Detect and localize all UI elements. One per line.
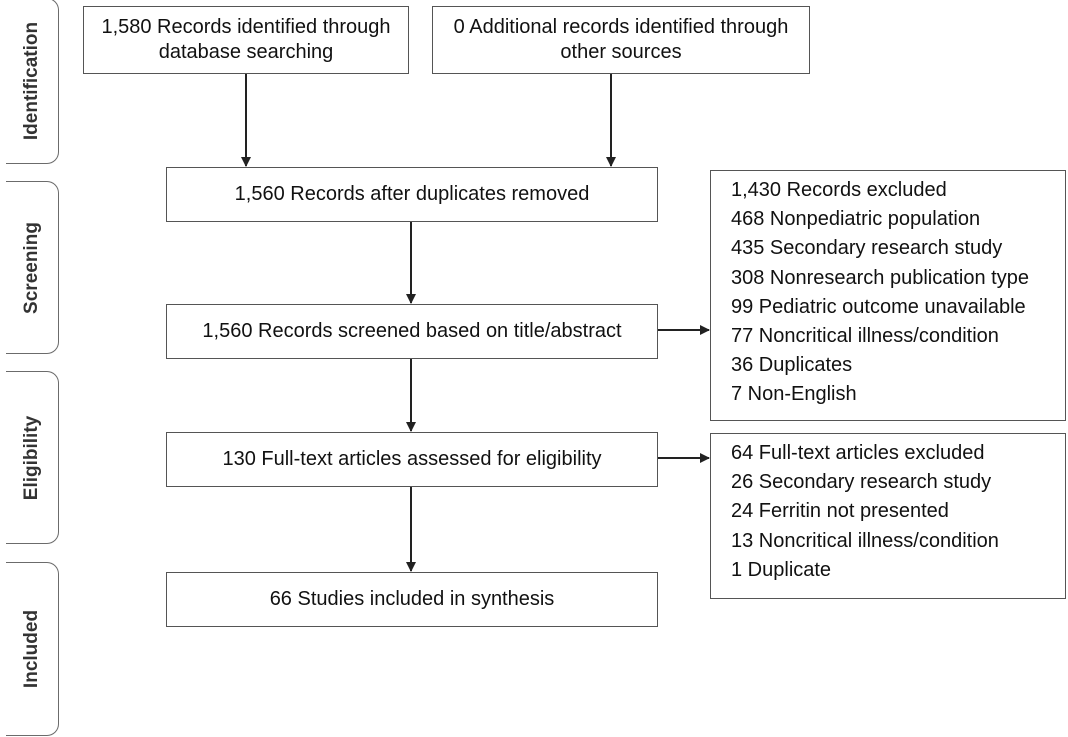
fulltext-excluded-item: 26 Secondary research study bbox=[731, 471, 992, 494]
fulltext-excluded-item: 24 Ferritin not presented bbox=[731, 500, 949, 523]
included-text: 66 Studies included in synthesis bbox=[269, 588, 555, 610]
database-records-line2: database searching bbox=[158, 41, 334, 63]
records-excluded-item: 435 Secondary research study bbox=[731, 237, 1003, 260]
records-excluded-item: 468 Nonpediatric population bbox=[731, 208, 981, 231]
fulltext-excluded-item: 1 Duplicate bbox=[731, 558, 832, 581]
records-excluded-item: 308 Nonresearch publication type bbox=[731, 266, 1029, 289]
records-excluded-item: 77 Noncritical illness/condition bbox=[731, 325, 999, 348]
fulltext-excluded-item: 13 Noncritical illness/condition bbox=[731, 529, 999, 552]
phase-identification: Identification bbox=[6, 0, 59, 164]
other-sources-box: 0 Additional records identified through … bbox=[432, 6, 810, 74]
after-duplicates-box: 1,560 Records after duplicates removed bbox=[166, 167, 658, 222]
assessed-text: 130 Full-text articles assessed for elig… bbox=[222, 448, 602, 470]
included-box: 66 Studies included in synthesis bbox=[166, 572, 658, 627]
database-records-line1: 1,580 Records identified through bbox=[101, 16, 391, 38]
records-excluded-box: 1,430 Records excluded 468 Nonpediatric … bbox=[710, 170, 1066, 421]
phase-eligibility: Eligibility bbox=[6, 371, 59, 544]
phase-included: Included bbox=[6, 562, 59, 736]
database-records-box: 1,580 Records identified through databas… bbox=[83, 6, 409, 74]
records-excluded-item: 1,430 Records excluded bbox=[731, 179, 947, 201]
records-excluded-item: 7 Non-English bbox=[731, 383, 857, 406]
fulltext-excluded-box: 64 Full-text articles excluded 26 Second… bbox=[710, 433, 1066, 599]
after-duplicates-text: 1,560 Records after duplicates removed bbox=[234, 183, 590, 205]
screened-text: 1,560 Records screened based on title/ab… bbox=[202, 320, 622, 342]
other-sources-line1: 0 Additional records identified through bbox=[453, 16, 789, 38]
other-sources-line2: other sources bbox=[560, 41, 682, 63]
fulltext-excluded-item: 64 Full-text articles excluded bbox=[731, 442, 985, 464]
records-excluded-item: 99 Pediatric outcome unavailable bbox=[731, 295, 1026, 318]
records-excluded-item: 36 Duplicates bbox=[731, 354, 853, 377]
screened-box: 1,560 Records screened based on title/ab… bbox=[166, 304, 658, 359]
assessed-box: 130 Full-text articles assessed for elig… bbox=[166, 432, 658, 487]
phase-screening: Screening bbox=[6, 181, 59, 354]
